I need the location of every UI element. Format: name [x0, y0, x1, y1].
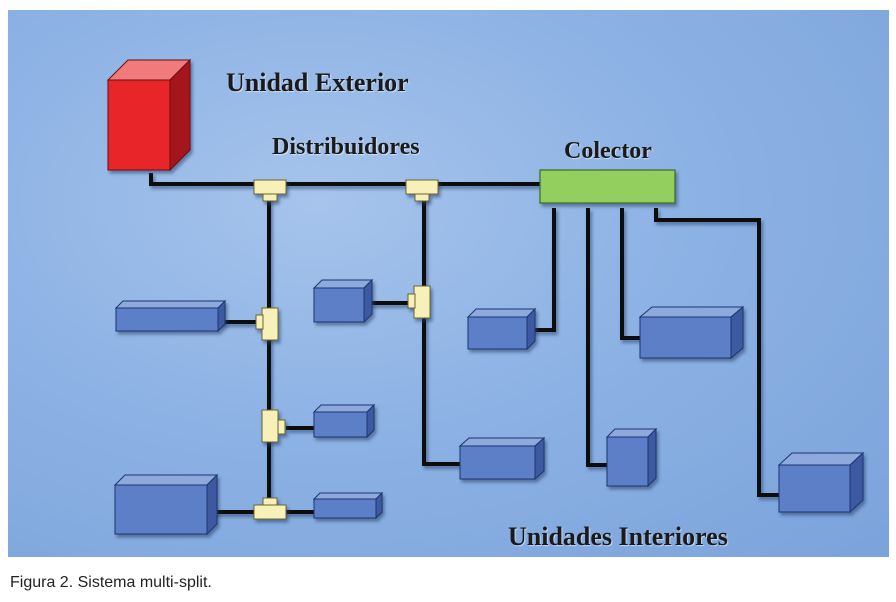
- distributor-top-1: [253, 179, 287, 202]
- pipe-collector-to-unit-2: [586, 208, 607, 467]
- pipe-collector-to-unit-1: [528, 208, 556, 332]
- diagram-figure: Unidad Exterior Distribuidores Colector …: [8, 10, 889, 557]
- indoor-unit-1: [114, 299, 227, 333]
- pipe-branch-middle: [422, 196, 460, 466]
- outdoor-unit-side: [169, 58, 191, 172]
- figure-caption: Figura 2. Sistema multi-split.: [10, 574, 212, 591]
- indoor-unit-3: [466, 307, 537, 351]
- indoor-unit-8: [113, 473, 219, 536]
- indoor-units: [113, 278, 865, 536]
- label-collector: Colector: [564, 138, 652, 164]
- indoor-unit-9: [312, 491, 384, 520]
- distributor-left-2: [261, 409, 286, 443]
- indoor-unit-7: [605, 427, 658, 488]
- collector-body: [539, 169, 676, 204]
- distributor-left-3: [253, 497, 287, 520]
- label-outdoor-unit: Unidad Exterior: [226, 68, 409, 97]
- label-indoor-units: Unidades Interiores: [508, 522, 728, 551]
- collector: [539, 169, 676, 204]
- indoor-unit-4: [638, 305, 745, 360]
- distributor-left-1: [255, 307, 279, 341]
- pipe-outdoor-to-collector: [149, 173, 540, 186]
- distributors: [253, 179, 439, 520]
- outdoor-unit-front: [107, 79, 171, 171]
- indoor-unit-10: [777, 451, 865, 514]
- indoor-unit-5: [312, 403, 376, 439]
- pipe-collector-to-unit-3: [620, 208, 640, 340]
- distributor-middle: [407, 285, 431, 319]
- outdoor-unit: [106, 58, 192, 172]
- label-distributors: Distribuidores: [272, 134, 420, 160]
- distributor-top-2: [405, 179, 439, 202]
- indoor-unit-2: [312, 278, 374, 324]
- multi-split-diagram: [106, 58, 865, 536]
- pipe-collector-to-unit-4: [654, 208, 779, 497]
- indoor-unit-6: [458, 436, 546, 481]
